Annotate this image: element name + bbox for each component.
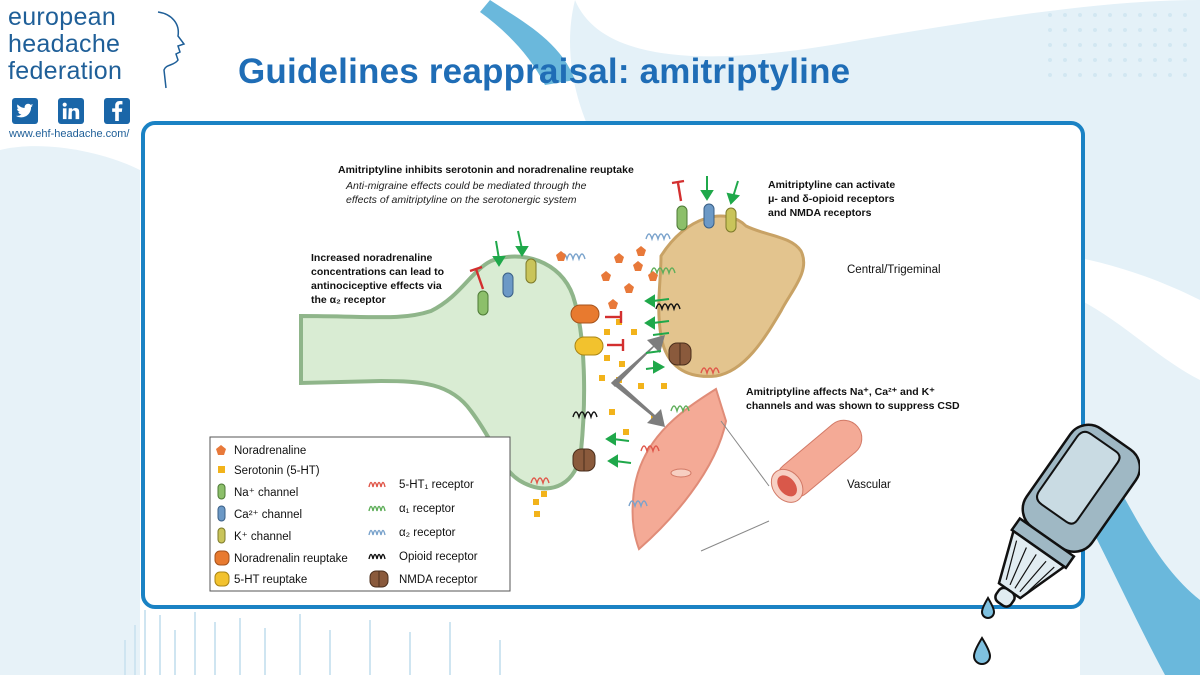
- brand-line-2: headache: [8, 30, 121, 58]
- ht1-receptor-pre: [530, 477, 550, 486]
- brand-line-3: federation: [8, 57, 123, 85]
- ht-reuptake: [574, 336, 604, 356]
- channels-note-2: channels and was shown to suppress CSD: [746, 400, 960, 412]
- legend-na-reuptake: Noradrenalin reuptake: [234, 553, 348, 565]
- twitter-icon[interactable]: [12, 98, 38, 124]
- face-profile-icon: [157, 11, 186, 89]
- drop-2: [972, 636, 992, 665]
- right-note-3: and NMDA receptors: [768, 207, 872, 219]
- left-note-2: concentrations can lead to: [311, 266, 444, 278]
- legend-serotonin: Serotonin (5-HT): [234, 465, 320, 477]
- top-subtext-1: Anti-migraine effects could be mediated …: [345, 180, 587, 192]
- brand-logo[interactable]: european headache federation: [8, 3, 186, 89]
- legend-noradrenaline: Noradrenaline: [234, 445, 306, 457]
- right-note-1: Amitriptyline can activate: [768, 179, 895, 191]
- k-channel-central: [725, 207, 737, 233]
- legend-opioid-receptor: Opioid receptor: [399, 551, 478, 563]
- na-channel-central: [676, 205, 688, 231]
- right-note-2: μ- and δ-opioid receptors: [768, 193, 895, 205]
- brand-line-1: european: [8, 3, 117, 31]
- page-title: Guidelines reappraisal: amitriptyline: [238, 52, 851, 91]
- ht1-receptor-vascular: [640, 445, 660, 454]
- ca-channel-central: [703, 203, 715, 229]
- legend-ca-channel: Ca²⁺ channel: [234, 509, 302, 521]
- a2-receptor-central: [645, 233, 671, 242]
- social-links: [12, 98, 130, 124]
- ca-channel-pre: [502, 272, 514, 298]
- noradrenalin-reuptake: [570, 304, 600, 324]
- opioid-receptor-central: [655, 303, 681, 312]
- central-trigeminal-label: Central/Trigeminal: [847, 264, 941, 276]
- legend-ht1-receptor: 5-HT₁ receptor: [399, 479, 474, 491]
- dropper-bottle-icon: [972, 423, 1140, 665]
- legend-k-channel: K⁺ channel: [234, 531, 291, 543]
- vascular-label: Vascular: [847, 479, 891, 491]
- ht1-receptor-central: [700, 367, 720, 376]
- left-note-4: the α₂ receptor: [311, 294, 386, 306]
- legend: Noradrenaline Serotonin (5-HT) Na⁺ chann…: [209, 436, 511, 592]
- legend-a1-receptor: α₁ receptor: [399, 503, 455, 515]
- a1-receptor-central: [650, 267, 676, 276]
- left-note-3: antinociceptive effects via: [311, 280, 442, 292]
- website-url[interactable]: www.ehf-headache.com/: [9, 128, 130, 140]
- blood-vessel: [770, 419, 863, 503]
- nmda-receptor-central: [668, 342, 692, 366]
- nmda-receptor-pre: [572, 448, 596, 472]
- presynaptic-neuron: [299, 254, 587, 491]
- central-neuron: [657, 214, 806, 378]
- a2-receptor-vascular: [628, 500, 648, 509]
- facebook-icon[interactable]: [104, 98, 130, 124]
- a1-receptor-vascular: [670, 405, 690, 414]
- legend-na-channel: Na⁺ channel: [234, 487, 298, 499]
- left-note-1: Increased noradrenaline: [311, 252, 433, 264]
- legend-a2-receptor: α₂ receptor: [399, 527, 456, 539]
- top-subtext-2: effects of amitriptyline on the serotone…: [346, 194, 577, 206]
- drop-1: [980, 596, 996, 619]
- mechanism-diagram: Amitriptyline inhibits serotonin and nor…: [209, 164, 960, 592]
- legend-nmda-receptor: NMDA receptor: [399, 574, 478, 586]
- channels-note-1: Amitriptyline affects Na⁺, Ca²⁺ and K⁺: [746, 386, 935, 398]
- linkedin-icon[interactable]: [58, 98, 84, 124]
- na-channel-pre: [477, 290, 489, 316]
- release-arrows: [611, 335, 665, 427]
- top-heading: Amitriptyline inhibits serotonin and nor…: [338, 164, 634, 176]
- legend-ht-reuptake: 5-HT reuptake: [234, 574, 307, 586]
- opioid-receptor-pre: [572, 411, 598, 420]
- k-channel-pre: [525, 258, 537, 284]
